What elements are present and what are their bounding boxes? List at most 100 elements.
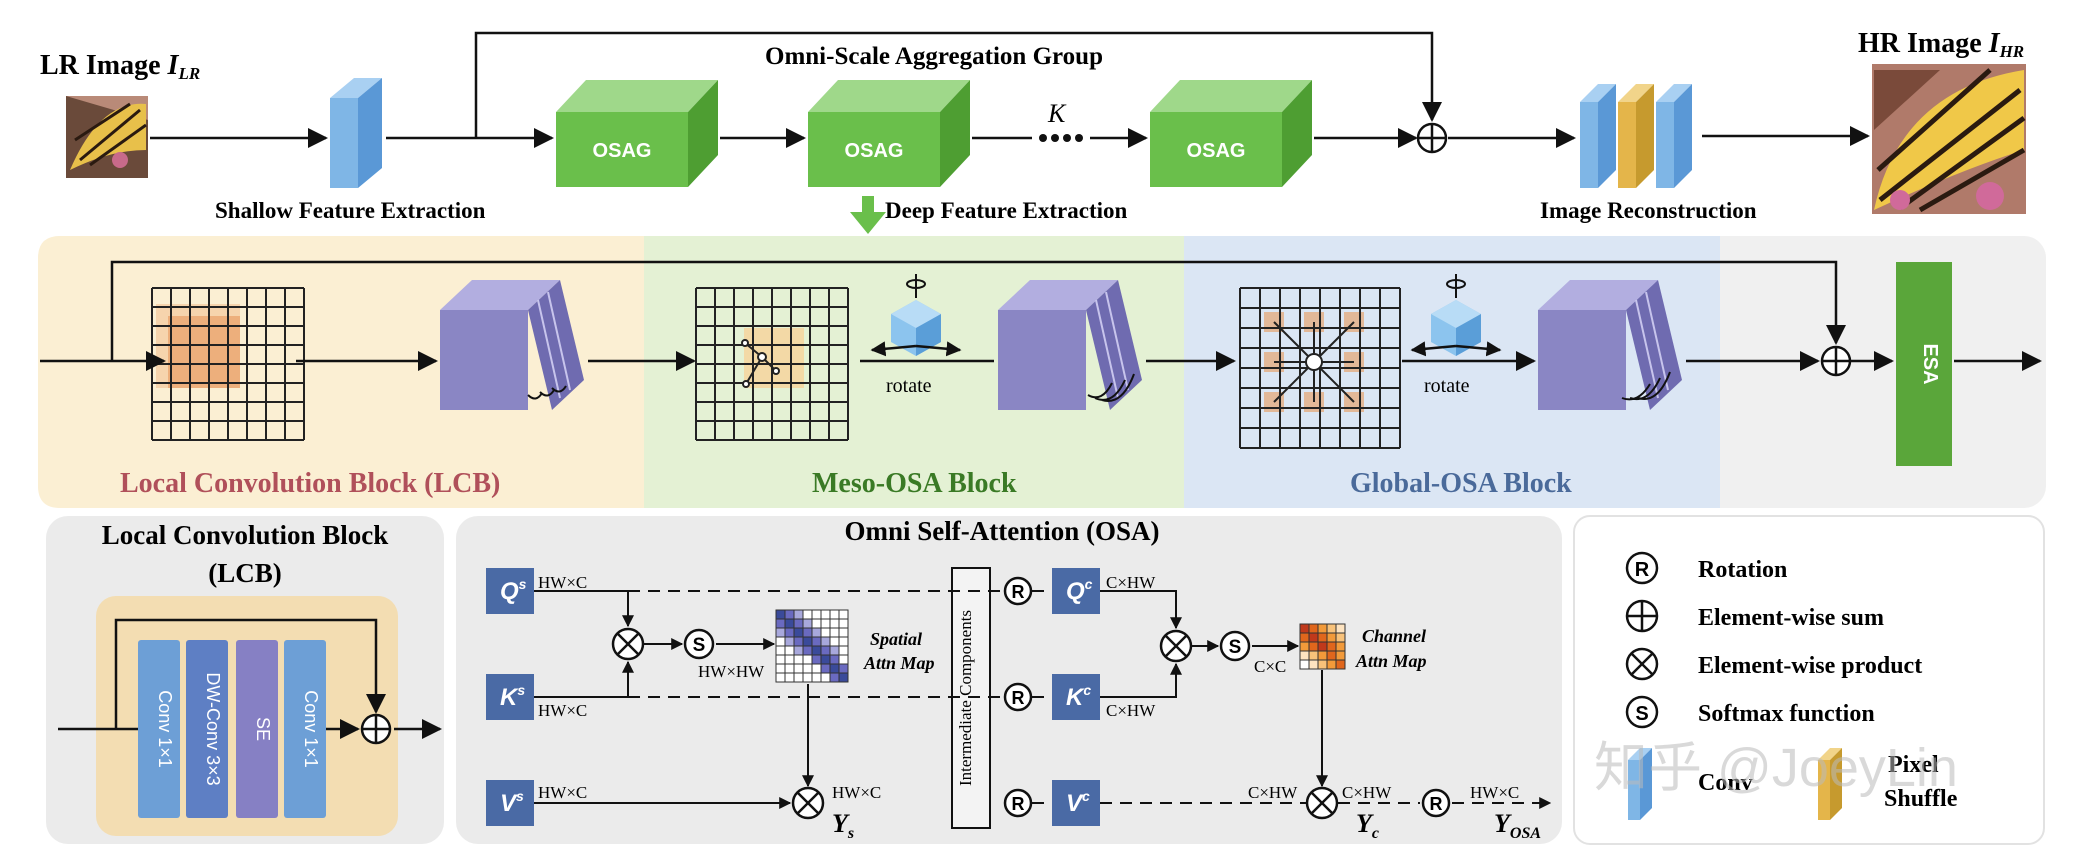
hr-image-thumbnail bbox=[1872, 64, 2026, 214]
spatial-product-node bbox=[611, 627, 645, 661]
svg-text:Softmax function: Softmax function bbox=[1698, 701, 1875, 727]
spatial-attn-map bbox=[775, 609, 849, 683]
svg-text:S: S bbox=[1635, 703, 1648, 725]
yc-product-node bbox=[1305, 786, 1339, 820]
esa-block: ESA bbox=[1896, 262, 1952, 466]
svg-text:OSAG: OSAG bbox=[593, 140, 652, 162]
cc-label: C×C bbox=[1254, 657, 1286, 676]
svg-text:Vc: Vc bbox=[1066, 788, 1090, 817]
meso-feature-cube bbox=[998, 280, 1142, 410]
svg-text:OSAG: OSAG bbox=[845, 140, 904, 162]
lcb-feature-cube bbox=[440, 280, 584, 410]
legend-sum: Element-wise sum bbox=[1625, 599, 1884, 633]
svg-text:Intermediate Components: Intermediate Components bbox=[956, 610, 975, 786]
svg-text:Element-wise sum: Element-wise sum bbox=[1698, 605, 1884, 631]
channel-product-node bbox=[1159, 629, 1193, 663]
svg-text:Rotation: Rotation bbox=[1698, 557, 1787, 583]
ellipsis-dots bbox=[1039, 134, 1083, 142]
legend-product: Element-wise product bbox=[1625, 647, 1922, 681]
svg-text:Kc: Kc bbox=[1066, 682, 1091, 711]
hwc-k-label: HW×C bbox=[538, 701, 587, 720]
lcb-conv-layer-2: Conv 1×1 bbox=[284, 640, 326, 818]
k-s-box: Ks bbox=[486, 674, 534, 720]
spatial-softmax-node: S bbox=[683, 628, 715, 660]
legend-rotation: R Rotation bbox=[1625, 551, 1787, 585]
yc-label: Yc bbox=[1356, 809, 1379, 842]
lcb-panel-title-1: Local Convolution Block bbox=[102, 520, 389, 550]
shallow-label: Shallow Feature Extraction bbox=[215, 198, 486, 223]
global-feature-cube bbox=[1538, 280, 1682, 410]
meso-grid bbox=[695, 287, 849, 441]
chw-k-label: C×HW bbox=[1106, 701, 1156, 720]
legend-conv: Conv bbox=[1628, 748, 1753, 820]
deep-arrow bbox=[850, 196, 886, 234]
svg-text:OSAG: OSAG bbox=[1187, 140, 1246, 162]
lcb-sum-node bbox=[360, 713, 392, 745]
legend-panel: R Rotation Element-wise sum Element-wise… bbox=[1573, 515, 2045, 845]
hwc-q-label: HW×C bbox=[538, 573, 587, 592]
rotate-cube-global bbox=[1431, 274, 1481, 356]
meso-block-label: Meso-OSA Block bbox=[812, 468, 1017, 499]
svg-text:R: R bbox=[1012, 582, 1025, 602]
hwhw-label: HW×HW bbox=[698, 662, 765, 681]
svg-text:Conv 1×1: Conv 1×1 bbox=[301, 690, 321, 768]
hr-image-label: HR Image IHR bbox=[1858, 28, 2024, 61]
rot-out-node: R bbox=[1421, 788, 1451, 818]
hwc-v-label: HW×C bbox=[538, 783, 587, 802]
lr-image-thumbnail bbox=[66, 96, 148, 178]
rot-q-node: R bbox=[1003, 576, 1033, 606]
global-grid bbox=[1239, 287, 1401, 449]
chw-q-label: C×HW bbox=[1106, 573, 1156, 592]
yosa-label: YOSA bbox=[1494, 809, 1541, 842]
spatial-label-1: Spatial bbox=[870, 629, 922, 649]
watermark: 知乎 @JoeyLin bbox=[1594, 738, 1958, 798]
ys-label: Ys bbox=[832, 809, 854, 842]
rot-v-node: R bbox=[1003, 788, 1033, 818]
svg-text:Qc: Qc bbox=[1066, 576, 1093, 605]
lcb-se-layer: SE bbox=[236, 640, 278, 818]
svg-text:Vs: Vs bbox=[500, 788, 524, 817]
channel-label-2: Attn Map bbox=[1355, 651, 1427, 671]
channel-label-1: Channel bbox=[1362, 626, 1426, 646]
svg-text:Qs: Qs bbox=[500, 576, 527, 605]
svg-text:Ks: Ks bbox=[500, 682, 525, 711]
channel-attn-map bbox=[1299, 623, 1346, 670]
hwc-after-label: HW×C bbox=[832, 783, 881, 802]
lr-image-label: LR Image ILR bbox=[40, 50, 200, 83]
chw-after-label: C×HW bbox=[1342, 783, 1392, 802]
recon-label: Image Reconstruction bbox=[1540, 198, 1757, 223]
lcb-panel-title-2: (LCB) bbox=[208, 558, 282, 588]
shallow-conv-slab bbox=[330, 78, 382, 188]
lcb-grid bbox=[151, 287, 305, 441]
spatial-label-2: Attn Map bbox=[863, 653, 935, 673]
osag-block-2: OSAG bbox=[808, 80, 970, 187]
group-title: Omni-Scale Aggregation Group bbox=[765, 43, 1103, 70]
rot-k-node: R bbox=[1003, 682, 1033, 712]
channel-softmax-node: S bbox=[1219, 630, 1251, 662]
svg-text:R: R bbox=[1012, 688, 1025, 708]
svg-text:Element-wise product: Element-wise product bbox=[1698, 653, 1922, 679]
lcb-conv-layer-1: Conv 1×1 bbox=[138, 640, 180, 818]
k-label: K bbox=[1047, 99, 1067, 128]
v-s-box: Vs bbox=[486, 780, 534, 826]
legend-pixel-shuffle: Pixel Shuffle bbox=[1818, 748, 1958, 820]
svg-text:S: S bbox=[1229, 637, 1242, 658]
global-block-label: Global-OSA Block bbox=[1350, 468, 1572, 499]
deep-label: Deep Feature Extraction bbox=[885, 198, 1127, 223]
svg-text:Pixel: Pixel bbox=[1888, 752, 1939, 778]
q-s-box: Qs bbox=[486, 568, 534, 614]
svg-text:Conv: Conv bbox=[1698, 770, 1753, 796]
top-row: LR Image ILR Shallow Feature Extraction … bbox=[40, 28, 2026, 234]
svg-text:Shuffle: Shuffle bbox=[1884, 786, 1958, 812]
osag-block-1: OSAG bbox=[556, 80, 718, 187]
ys-product-node bbox=[791, 786, 825, 820]
v-c-box: Vc bbox=[1052, 780, 1100, 826]
svg-text:R: R bbox=[1430, 794, 1443, 814]
osag-block-3: OSAG bbox=[1150, 80, 1312, 187]
rotate-label-meso: rotate bbox=[886, 375, 932, 397]
svg-text:SE: SE bbox=[253, 717, 273, 741]
hwc-out-label: HW×C bbox=[1470, 783, 1519, 802]
k-c-box: Kc bbox=[1052, 674, 1100, 720]
legend-softmax: S Softmax function bbox=[1625, 695, 1875, 729]
chw-v-label: C×HW bbox=[1248, 783, 1298, 802]
